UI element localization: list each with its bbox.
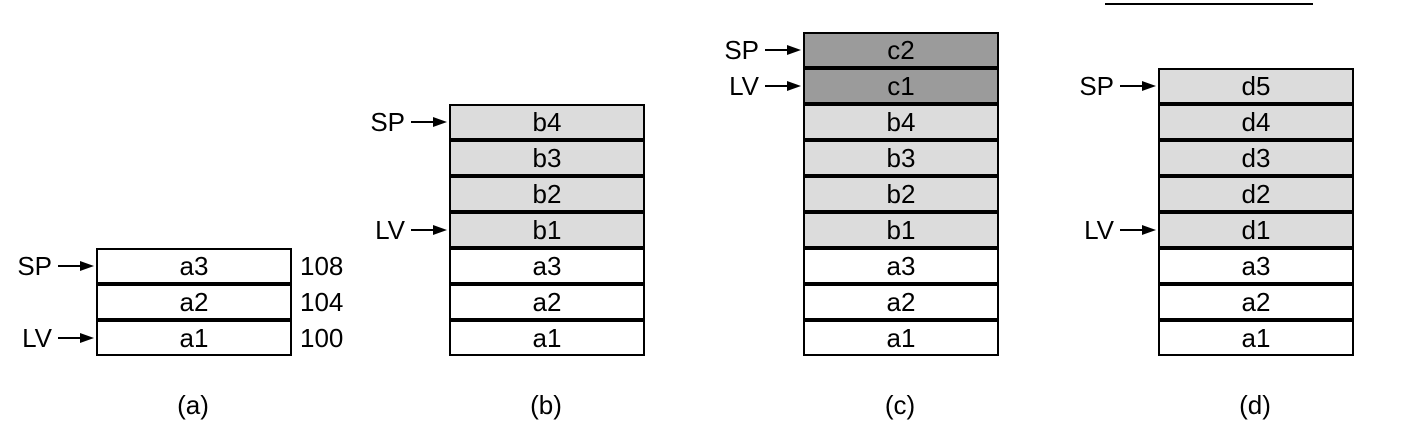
stack-cell-c1: c1: [803, 68, 999, 104]
memory-address: 108: [300, 251, 344, 281]
stack-cell-b3: b3: [803, 140, 999, 176]
stack-cell-b1: b1: [803, 212, 999, 248]
cropped-underline: [1105, 3, 1313, 5]
stack-cell-d4: d4: [1158, 104, 1354, 140]
stack-cell-b2: b2: [449, 176, 645, 212]
pointer-arrow-icon: [1120, 225, 1156, 235]
sp-pointer: SP: [17, 248, 94, 284]
stack-cell-d1: d1: [1158, 212, 1354, 248]
stack-cell-b2: b2: [803, 176, 999, 212]
stack-cell-d3: d3: [1158, 140, 1354, 176]
sp-pointer: SP: [724, 32, 801, 68]
stack-cell-a3: a3: [1158, 248, 1354, 284]
sp-pointer: SP: [1079, 68, 1156, 104]
stack-cell-a3: a3: [96, 248, 292, 284]
lv-pointer: LV: [375, 212, 447, 248]
stack-cell-d2: d2: [1158, 176, 1354, 212]
lv-pointer: LV: [1084, 212, 1156, 248]
stack-cell-a3: a3: [449, 248, 645, 284]
pointer-arrow-icon: [765, 81, 801, 91]
panel-caption: (b): [530, 390, 562, 420]
stack-cell-b3: b3: [449, 140, 645, 176]
stack-cell-a2: a2: [1158, 284, 1354, 320]
stack-cell-b1: b1: [449, 212, 645, 248]
sp-pointer-label: SP: [17, 251, 52, 281]
sp-pointer-label: SP: [370, 107, 405, 137]
pointer-arrow-icon: [1120, 81, 1156, 91]
sp-pointer: SP: [370, 104, 447, 140]
stack-cell-a3: a3: [803, 248, 999, 284]
pointer-arrow-icon: [58, 333, 94, 343]
memory-address: 104: [300, 287, 344, 317]
stack-cell-c2: c2: [803, 32, 999, 68]
lv-pointer-label: LV: [375, 215, 405, 245]
stack-cell-a2: a2: [449, 284, 645, 320]
stack-cell-a2: a2: [96, 284, 292, 320]
stack-cell-a1: a1: [1158, 320, 1354, 356]
pointer-arrow-icon: [411, 225, 447, 235]
stack-cell-b4: b4: [449, 104, 645, 140]
panel-caption: (a): [177, 390, 209, 420]
sp-pointer-label: SP: [1079, 71, 1114, 101]
lv-pointer-label: LV: [729, 71, 759, 101]
memory-address: 100: [300, 323, 344, 353]
stack-cell-d5: d5: [1158, 68, 1354, 104]
panel-caption: (c): [884, 390, 916, 420]
lv-pointer-label: LV: [22, 323, 52, 353]
lv-pointer-label: LV: [1084, 215, 1114, 245]
stack-cell-a1: a1: [803, 320, 999, 356]
stack-cell-a1: a1: [449, 320, 645, 356]
stack-cell-a2: a2: [803, 284, 999, 320]
stack-cell-b4: b4: [803, 104, 999, 140]
cropped-top-fragment: [0, 0, 1403, 10]
stack-cell-a1: a1: [96, 320, 292, 356]
panel-caption: (d): [1239, 390, 1271, 420]
sp-pointer-label: SP: [724, 35, 759, 65]
pointer-arrow-icon: [765, 45, 801, 55]
lv-pointer: LV: [729, 68, 801, 104]
pointer-arrow-icon: [58, 261, 94, 271]
lv-pointer: LV: [22, 320, 94, 356]
pointer-arrow-icon: [411, 117, 447, 127]
